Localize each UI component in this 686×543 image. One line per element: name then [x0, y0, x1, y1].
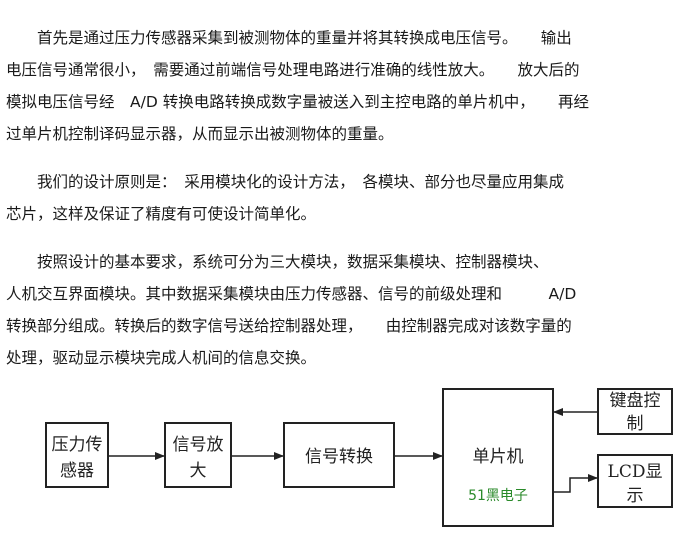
- converter-label: 信号转换: [305, 447, 373, 467]
- text-line: 首先是通过压力传感器采集到被测物体的重量并将其转换成电压信号。 输出: [6, 29, 572, 47]
- amplifier-block: 信号放 大: [164, 422, 232, 488]
- sensor-label-line1: 压力传: [52, 435, 103, 455]
- text-line: 处理，驱动显示模块完成人机间的信息交换。: [6, 349, 317, 367]
- lcd-label-line2: 示: [627, 486, 644, 506]
- arrow-mcu-to-lcd: [553, 474, 598, 493]
- lcd-label-line1: LCD显: [608, 462, 663, 482]
- amplifier-label-line2: 大: [190, 461, 207, 481]
- text-line: 模拟电压信号经 A/D 转换电路转换成数字量被送入到主控电路的单片机中， 再经: [6, 93, 589, 111]
- keyboard-label-line2: 制: [627, 414, 644, 434]
- text-line: 转换部分组成。转换后的数字信号送给控制器处理， 由控制器完成对该数字量的: [6, 317, 572, 335]
- keyboard-block: 键盘控 制: [597, 388, 673, 435]
- text-line: 过单片机控制译码显示器，从而显示出被测物体的重量。: [6, 125, 394, 143]
- text-line: 按照设计的基本要求，系统可分为三大模块，数据采集模块、控制器模块、: [6, 253, 549, 271]
- watermark-text: 51黑电子: [468, 488, 528, 504]
- keyboard-label-line1: 键盘控: [610, 391, 661, 411]
- converter-block: 信号转换: [283, 422, 395, 488]
- amplifier-label-line1: 信号放: [173, 435, 224, 455]
- text-line: 人机交互界面模块。其中数据采集模块由压力传感器、信号的前级处理和 A/D: [6, 285, 577, 303]
- text-line: 我们的设计原则是： 采用模块化的设计方法， 各模块、部分也尽量应用集成: [6, 173, 565, 191]
- sensor-label-line2: 感器: [60, 461, 94, 481]
- lcd-block: LCD显 示: [597, 454, 673, 508]
- block-diagram: 压力传 感器 信号放 大 信号转换 单片机 51黑电子 键盘控 制 LCD显 示: [0, 380, 686, 543]
- mcu-label: 单片机: [473, 447, 524, 467]
- text-line: 电压信号通常很小， 需要通过前端信号处理电路进行准确的线性放大。 放大后的: [6, 61, 580, 79]
- sensor-block: 压力传 感器: [45, 422, 109, 488]
- text-line: 芯片，这样及保证了精度有可使设计简单化。: [6, 205, 317, 223]
- mcu-block: 单片机 51黑电子: [442, 388, 554, 527]
